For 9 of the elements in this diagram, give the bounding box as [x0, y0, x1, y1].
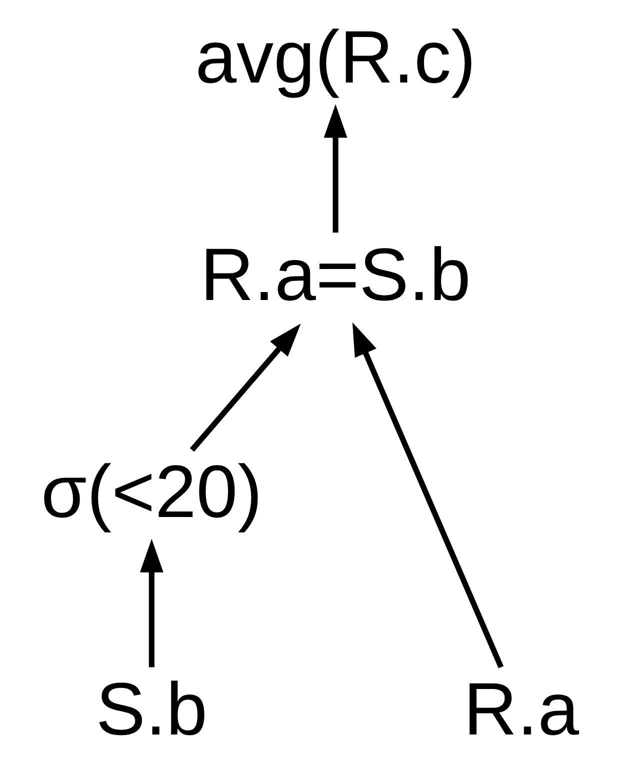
node-text: avg(R.c)	[195, 16, 476, 99]
arrow	[190, 324, 301, 452]
arrow	[324, 104, 348, 233]
node-text: S.b	[96, 668, 208, 751]
node-text: R.a	[463, 668, 580, 751]
arrow	[352, 322, 504, 668]
arrow	[140, 538, 164, 668]
node-text: R.a=S.b	[200, 232, 471, 316]
node-text: σ(<20)	[40, 450, 262, 534]
